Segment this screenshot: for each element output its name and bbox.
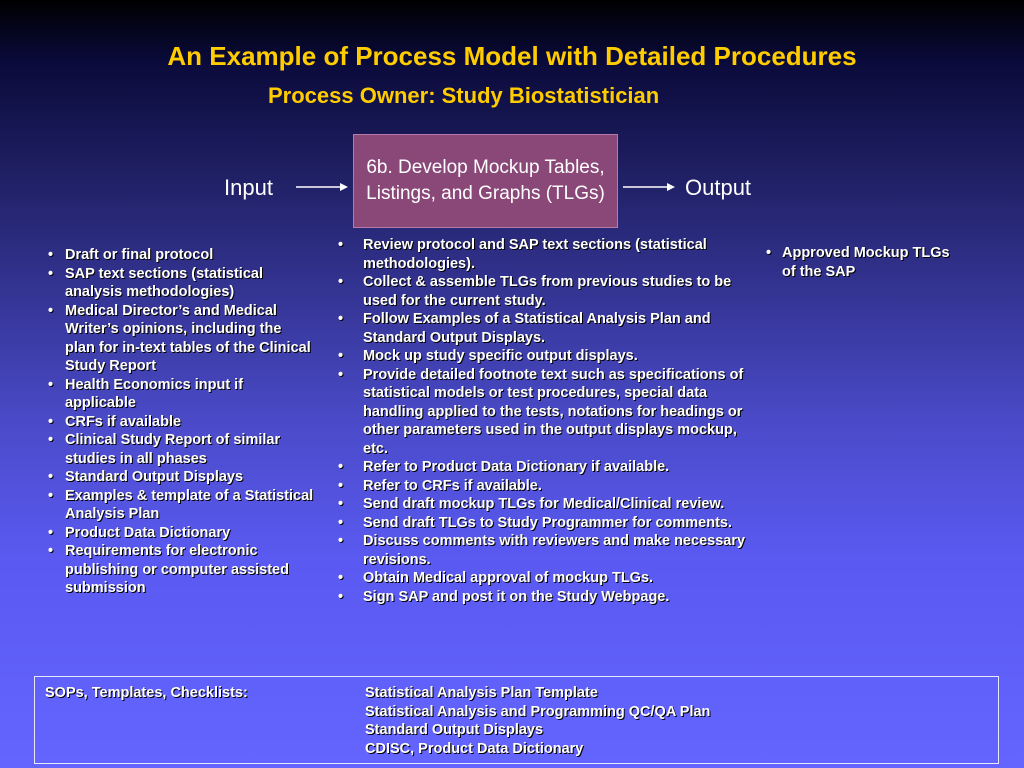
sop-item: Statistical Analysis Plan Template [365, 685, 598, 701]
bullet-icon: • [48, 265, 54, 282]
procedure-item: • Discuss comments with reviewers and mak… [336, 532, 760, 569]
procedure-item-text: Refer to CRFs if available. [363, 477, 542, 494]
procedure-item: • Collect & assemble TLGs from previous s… [336, 273, 760, 310]
input-arrow-icon [296, 183, 348, 191]
outputs-list: • Approved Mockup TLGs of the SAP [762, 244, 962, 281]
procedure-item: • Follow Examples of a Statistical Analys… [336, 310, 760, 347]
input-item-text: Draft or final protocol [65, 247, 214, 263]
bullet-icon: • [338, 348, 344, 364]
input-item-text: Clinical Study Report of similar studies… [65, 432, 281, 467]
procedure-item: • Provide detailed footnote text such as … [336, 366, 760, 459]
outputs-list-column: • Approved Mockup TLGs of the SAP [762, 244, 962, 281]
input-item: • CRFs if available [44, 413, 314, 432]
procedure-item: • Send draft mockup TLGs for Medical/Clin… [336, 495, 760, 514]
procedures-list-column: • Review protocol and SAP text sections (… [336, 236, 760, 606]
input-item: • Examples & template of a Statistical An… [44, 487, 314, 524]
output-label: Output [685, 175, 752, 200]
procedure-item-text: Obtain Medical approval of mockup TLGs. [363, 570, 654, 586]
procedures-list: • Review protocol and SAP text sections (… [336, 236, 760, 606]
input-item-text: Product Data Dictionary [65, 524, 231, 541]
bullet-icon: • [48, 376, 54, 393]
procedure-item-text: Provide detailed footnote text such as s… [363, 366, 744, 457]
output-arrow-icon [623, 183, 675, 191]
bullet-icon: • [338, 533, 344, 549]
procedure-item: • Mock up study specific output displays. [336, 347, 760, 366]
bullet-icon: • [48, 524, 54, 541]
input-item: • Medical Director’s and Medical Writer’s… [44, 302, 314, 376]
input-item-text: Examples & template of a Statistical Ana… [65, 487, 314, 523]
input-item-text: SAP text sections (statistical analysis … [65, 265, 263, 301]
inputs-list: • Draft or final protocol • SAP text sectio… [44, 246, 314, 598]
procedure-item: • Refer to CRFs if available. [336, 477, 760, 496]
sops-box: SOPs, Templates, Checklists: Statistical… [34, 676, 999, 764]
bullet-icon: • [338, 237, 344, 253]
procedure-item: • Sign SAP and post it on the Study Webpa… [336, 588, 760, 607]
sop-item: Statistical Analysis and Programming QC/… [365, 703, 711, 720]
sop-item: CDISC, Product Data Dictionary [365, 740, 584, 757]
bullet-icon: • [338, 496, 344, 512]
procedure-item-text: Follow Examples of a Statistical Analysi… [363, 311, 711, 346]
bullet-icon: • [48, 543, 54, 559]
bullet-icon: • [48, 432, 54, 448]
bullet-icon: • [338, 514, 344, 531]
bullet-icon: • [766, 245, 772, 261]
sop-item: Standard Output Displays [365, 722, 544, 738]
bullet-icon: • [338, 311, 344, 327]
procedure-item-text: Review protocol and SAP text sections (s… [363, 237, 707, 272]
input-item-text: Health Economics input if applicable [65, 376, 244, 412]
bullet-icon: • [48, 247, 54, 263]
bullet-icon: • [338, 570, 344, 586]
input-item-text: CRFs if available [65, 413, 182, 430]
output-item-text: Approved Mockup TLGs of the SAP [782, 245, 950, 280]
input-item: • Health Economics input if applicable [44, 376, 314, 413]
input-item: • Standard Output Displays [44, 468, 314, 487]
bullet-icon: • [338, 274, 344, 290]
input-item: • Clinical Study Report of similar studie… [44, 431, 314, 468]
input-item: • Draft or final protocol [44, 246, 314, 265]
procedure-item: • Review protocol and SAP text sections (… [336, 236, 760, 273]
procedure-item-text: Send draft mockup TLGs for Medical/Clini… [363, 496, 725, 512]
input-item: • Product Data Dictionary [44, 524, 314, 543]
bullet-icon: • [48, 469, 54, 485]
bullet-icon: • [338, 588, 344, 605]
bullet-icon: • [48, 413, 54, 430]
bullet-icon: • [48, 487, 54, 504]
procedure-item: • Send draft TLGs to Study Programmer for… [336, 514, 760, 533]
input-item: • Requirements for electronic publishing … [44, 542, 314, 598]
bullet-icon: • [338, 477, 344, 494]
procedure-item-text: Send draft TLGs to Study Programmer for … [363, 514, 732, 531]
input-label: Input [224, 175, 273, 200]
process-box: 6b. Develop Mockup Tables, Listings, and… [353, 134, 618, 228]
output-item: • Approved Mockup TLGs of the SAP [762, 244, 962, 281]
procedure-item-text: Collect & assemble TLGs from previous st… [363, 274, 732, 309]
process-box-text: 6b. Develop Mockup Tables, Listings, and… [366, 157, 605, 204]
slide-subtitle: Process Owner: Study Biostatistician [268, 83, 660, 108]
procedure-item: • Obtain Medical approval of mockup TLGs. [336, 569, 760, 588]
input-item-text: Medical Director’s and Medical Writer’s … [65, 302, 311, 375]
input-item-text: Standard Output Displays [65, 469, 244, 485]
input-item: • SAP text sections (statistical analysis… [44, 265, 314, 302]
sops-label: SOPs, Templates, Checklists: [45, 685, 248, 701]
inputs-list-column: • Draft or final protocol • SAP text sectio… [44, 246, 314, 598]
procedure-item-text: Mock up study specific output displays. [363, 348, 638, 364]
procedure-item-text: Discuss comments with reviewers and make… [363, 533, 746, 568]
procedure-item-text: Refer to Product Data Dictionary if avai… [363, 459, 670, 475]
bullet-icon: • [48, 302, 54, 319]
procedure-item: • Refer to Product Data Dictionary if ava… [336, 458, 760, 477]
bullet-icon: • [338, 366, 344, 383]
slide-title: An Example of Process Model with Detaile… [167, 41, 857, 71]
procedure-item-text: Sign SAP and post it on the Study Webpag… [363, 588, 670, 605]
bullet-icon: • [338, 459, 344, 475]
input-item-text: Requirements for electronic publishing o… [65, 543, 289, 596]
